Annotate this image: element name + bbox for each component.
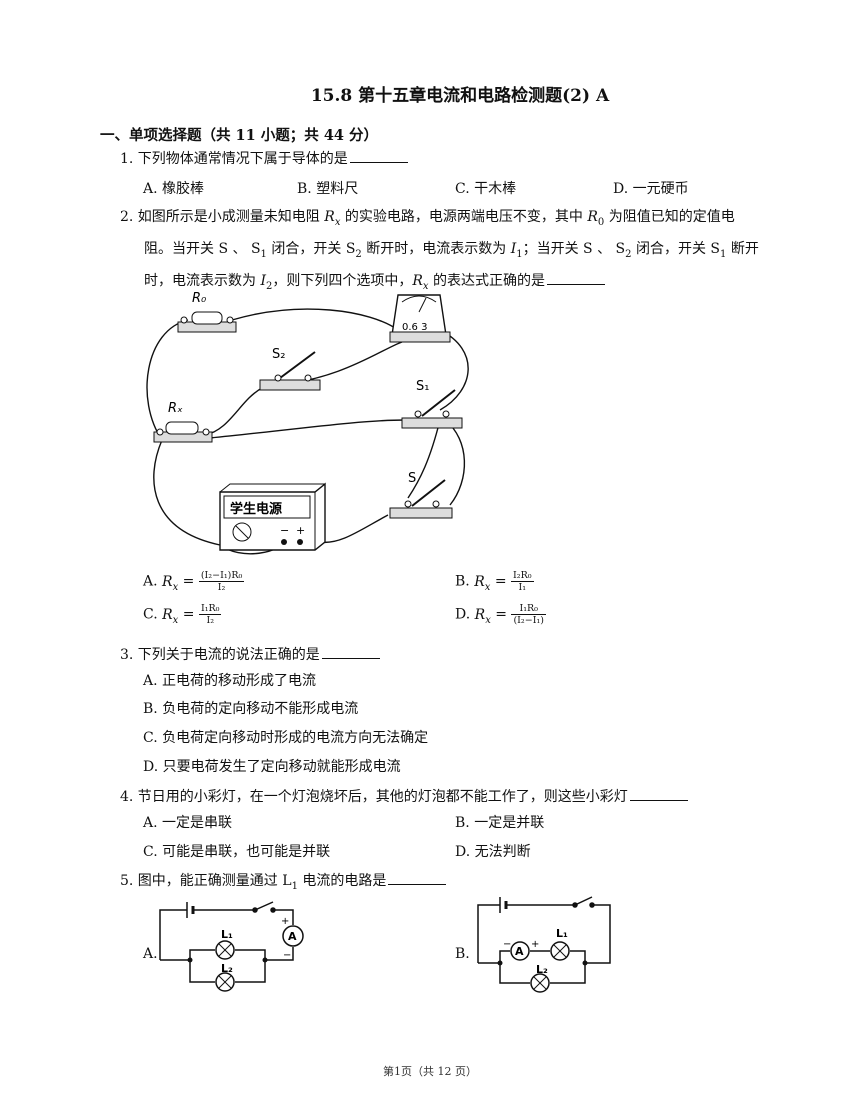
page-footer: 第1页（共 12 页） — [383, 1065, 477, 1078]
power-supply: 学生电源 − + — [219, 482, 326, 551]
q5b-plus: + — [531, 939, 539, 950]
answer-blank — [321, 657, 380, 659]
question-5-stem: 5. 图中，能正确测量通过 L1 电流的电路是 — [120, 868, 770, 900]
q5b-label-l1: L₁ — [556, 927, 568, 940]
q2-option-d: D. Rx = I₁R₀(I₂−I₁) — [455, 603, 546, 626]
section-heading: 一、单项选择题（共 11 小题；共 44 分） — [100, 127, 379, 144]
q5a-minus: − — [283, 950, 291, 961]
question-2-stem: 2. 如图所示是小成测量未知电阻 Rx 的实验电路，电源两端电压不变，其中 R0… — [120, 209, 759, 292]
q5a-ammeter-label: A — [288, 930, 297, 943]
ammeter-scale: 0.6 3 — [402, 322, 427, 333]
switch-s2: S₂ — [259, 347, 321, 391]
q5-circuit-b: A − + L₁ L₂ — [477, 896, 611, 993]
terminal-plus-label: + — [296, 524, 305, 537]
terminal-minus-label: − — [280, 524, 289, 537]
label-rx: Rₓ — [168, 401, 183, 416]
q4-option-d: D. 无法判断 — [455, 844, 531, 860]
q3-option-d: D. 只要电荷发生了定向移动就能形成电流 — [143, 759, 401, 775]
label-s: S — [408, 471, 416, 486]
q4-option-a: A. 一定是串联 — [143, 815, 233, 831]
q5b-label-l2: L₂ — [536, 963, 548, 976]
q5a-plus: + — [281, 916, 289, 927]
label-s1: S₁ — [416, 379, 429, 394]
q3-option-a: A. 正电荷的移动形成了电流 — [143, 673, 317, 689]
answer-blank — [349, 161, 408, 163]
q3-option-c: C. 负电荷定向移动时形成的电流方向无法确定 — [143, 730, 429, 746]
q1-option-b: B. 塑料尺 — [297, 181, 359, 197]
q1-option-a: A. 橡胶棒 — [143, 181, 205, 197]
q3-option-b: B. 负电荷的定向移动不能形成电流 — [143, 701, 359, 717]
q4-option-c: C. 可能是串联，也可能是并联 — [143, 844, 331, 860]
answer-blank — [629, 799, 688, 801]
q5a-label-l2: L₂ — [221, 962, 233, 975]
q5-option-a-label: A. — [143, 946, 158, 962]
q5a-lamp-l1 — [215, 940, 235, 960]
q5a-label-l1: L₁ — [221, 928, 233, 941]
label-s2: S₂ — [272, 347, 285, 362]
answer-blank — [388, 883, 447, 885]
q5b-ammeter-label: A — [515, 945, 524, 958]
q5b-lamp-l2 — [530, 973, 550, 993]
power-supply-label: 学生电源 — [230, 501, 282, 517]
label-r0: R₀ — [192, 291, 207, 306]
page-title: 15.8 第十五章电流和电路检测题(2) A — [310, 86, 610, 106]
switch-s1: S₁ — [401, 379, 463, 429]
q1-option-d: D. 一元硬币 — [613, 181, 689, 197]
ammeter: 0.6 3 — [389, 294, 451, 343]
q5-circuit-a: A + − L₁ L₂ — [159, 901, 304, 992]
q5b-minus: − — [503, 939, 511, 950]
question-1-stem: 1. 下列物体通常情况下属于导体的是 — [120, 146, 770, 172]
question-4-stem: 4. 节日用的小彩灯，在一个灯泡烧坏后，其他的灯泡都不能工作了，则这些小彩灯 — [120, 784, 770, 810]
q5a-lamp-l2 — [215, 972, 235, 992]
answer-blank — [547, 283, 605, 285]
resistor-r0: R₀ — [177, 291, 237, 333]
q4-option-b: B. 一定是并联 — [455, 815, 545, 831]
q2-circuit-diagram: R₀ 0.6 3 S₂ Rₓ S₁ S — [146, 291, 469, 555]
switch-s: S — [389, 471, 453, 519]
resistor-rx: Rₓ — [153, 401, 213, 443]
q5b-lamp-l1 — [550, 941, 570, 961]
question-3-stem: 3. 下列关于电流的说法正确的是 — [120, 642, 770, 668]
q5-option-b-label: B. — [455, 946, 470, 962]
q1-option-c: C. 干木棒 — [455, 181, 517, 197]
